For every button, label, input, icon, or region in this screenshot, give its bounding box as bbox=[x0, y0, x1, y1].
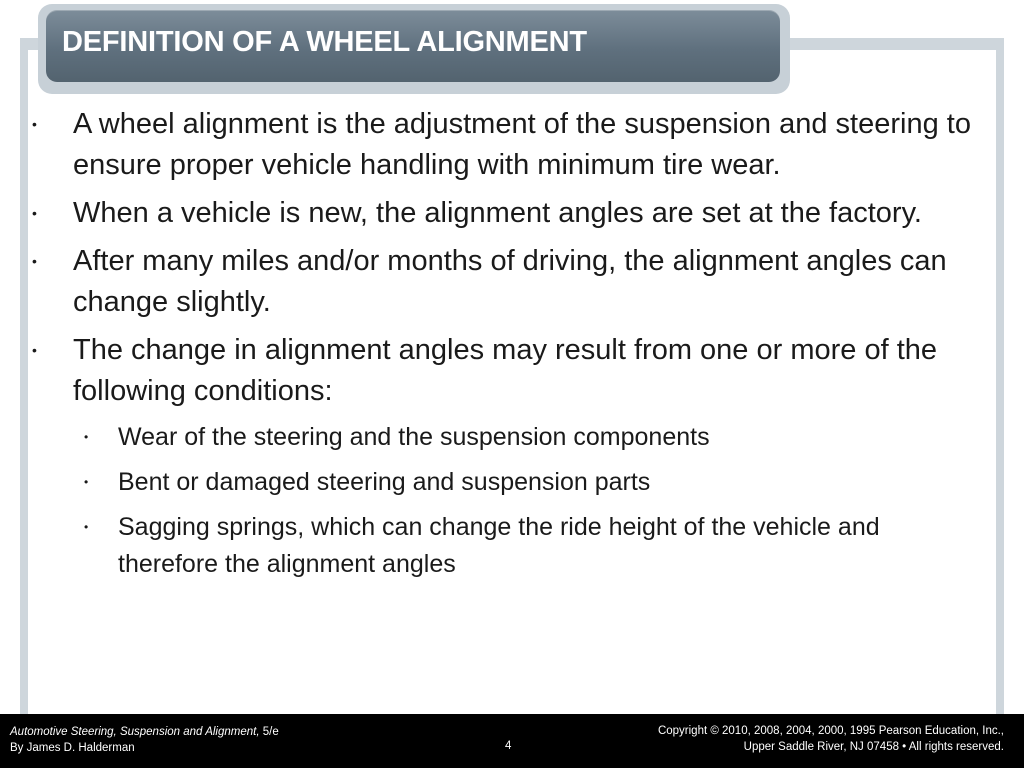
bullet-item: • After many miles and/or months of driv… bbox=[28, 241, 978, 323]
bullet-marker: • bbox=[32, 205, 37, 221]
bullet-item: • A wheel alignment is the adjustment of… bbox=[28, 104, 978, 186]
bullet-marker: • bbox=[32, 253, 37, 269]
sub-bullet-item: • Bent or damaged steering and suspensio… bbox=[28, 464, 978, 501]
slide-content-panel bbox=[28, 50, 996, 714]
bullet-text: The change in alignment angles may resul… bbox=[73, 334, 938, 407]
bullet-text: After many miles and/or months of drivin… bbox=[73, 245, 947, 318]
sub-bullet-item: • Wear of the steering and the suspensio… bbox=[28, 419, 978, 456]
slide-footer: Automotive Steering, Suspension and Alig… bbox=[0, 714, 1024, 768]
slide-title: DEFINITION OF A WHEEL ALIGNMENT bbox=[62, 26, 587, 58]
sub-bullet-marker: • bbox=[84, 430, 89, 444]
title-bar bbox=[46, 10, 780, 82]
slide-body: • A wheel alignment is the adjustment of… bbox=[28, 104, 978, 591]
book-title: Automotive Steering, Suspension and Alig… bbox=[10, 726, 260, 738]
copyright-line-1: Copyright © 2010, 2008, 2004, 2000, 1995… bbox=[657, 725, 1004, 737]
sub-bullet-item: • Sagging springs, which can change the … bbox=[28, 509, 978, 583]
bullet-text: A wheel alignment is the adjustment of t… bbox=[73, 108, 971, 181]
sub-bullet-marker: • bbox=[84, 475, 89, 489]
book-author: By James D. Halderman bbox=[10, 742, 135, 754]
page-number: 4 bbox=[505, 740, 512, 752]
sub-bullet-text: Bent or damaged steering and suspension … bbox=[118, 468, 651, 496]
bullet-item: • When a vehicle is new, the alignment a… bbox=[28, 193, 978, 234]
footer-copyright: Copyright © 2010, 2008, 2004, 2000, 1995… bbox=[658, 723, 1004, 755]
bullet-item: • The change in alignment angles may res… bbox=[28, 330, 978, 412]
sub-bullet-text: Sagging springs, which can change the ri… bbox=[118, 513, 880, 578]
sub-bullet-marker: • bbox=[84, 520, 89, 534]
bullet-marker: • bbox=[32, 342, 37, 358]
bullet-text: When a vehicle is new, the alignment ang… bbox=[73, 197, 922, 229]
footer-book-info: Automotive Steering, Suspension and Alig… bbox=[10, 724, 279, 756]
bullet-marker: • bbox=[32, 116, 37, 132]
bullet-list: • A wheel alignment is the adjustment of… bbox=[28, 104, 978, 412]
sub-bullet-list: • Wear of the steering and the suspensio… bbox=[28, 419, 978, 583]
copyright-line-2: Upper Saddle River, NJ 07458 • All right… bbox=[743, 741, 1004, 753]
sub-bullet-text: Wear of the steering and the suspension … bbox=[118, 423, 710, 451]
book-edition: 5/e bbox=[259, 726, 279, 738]
